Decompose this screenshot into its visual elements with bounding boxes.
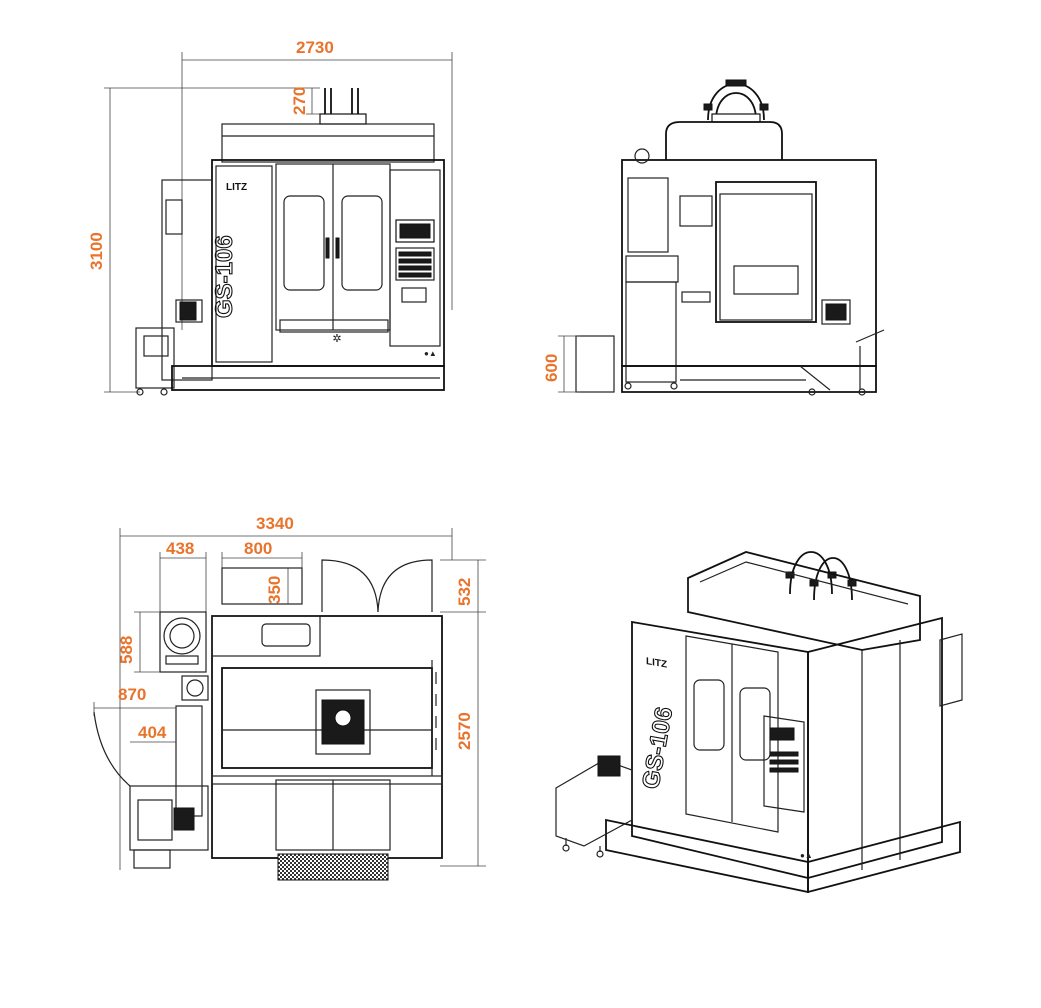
side-tank-height-label: 600: [542, 354, 561, 382]
front-height-dimension: 3100: [87, 87, 320, 393]
front-width-label: 2730: [296, 38, 334, 57]
top-coolant-depth-label: 588: [117, 636, 136, 664]
top-electrical-depth-label: 350: [265, 576, 284, 604]
top-coolant-width-label: 438: [166, 539, 194, 558]
front-view: 2730 3100 270 ✲ LITZ: [87, 38, 453, 396]
front-brand-logo: LITZ: [226, 182, 247, 193]
front-height-label: 3100: [87, 232, 106, 270]
svg-text:✲: ✲: [332, 333, 341, 345]
svg-text:●▲: ●▲: [800, 851, 813, 860]
top-total-width-label: 3340: [256, 514, 294, 533]
top-conveyor-width-label: 404: [138, 723, 167, 742]
front-width-dimension: 2730: [181, 38, 453, 330]
side-view: 600: [542, 79, 885, 396]
top-view: 3340 438 800 350 532 2570: [93, 514, 486, 881]
top-electrical-width-label: 800: [244, 539, 272, 558]
svg-text:●▲: ●▲: [424, 349, 437, 358]
iso-model-label: GS-106: [637, 705, 678, 791]
front-chip-height-label: 270: [290, 87, 309, 115]
top-machine-depth-label: 2570: [455, 712, 474, 750]
top-conveyor-reach-label: 870: [118, 685, 146, 704]
iso-view: LITZ GS-106 ●▲: [555, 551, 963, 894]
front-chip-height-dimension: 270: [290, 87, 330, 115]
iso-brand-logo: LITZ: [646, 656, 667, 671]
front-model-label: GS-106: [211, 235, 238, 318]
top-door-clearance-label: 532: [455, 578, 474, 606]
